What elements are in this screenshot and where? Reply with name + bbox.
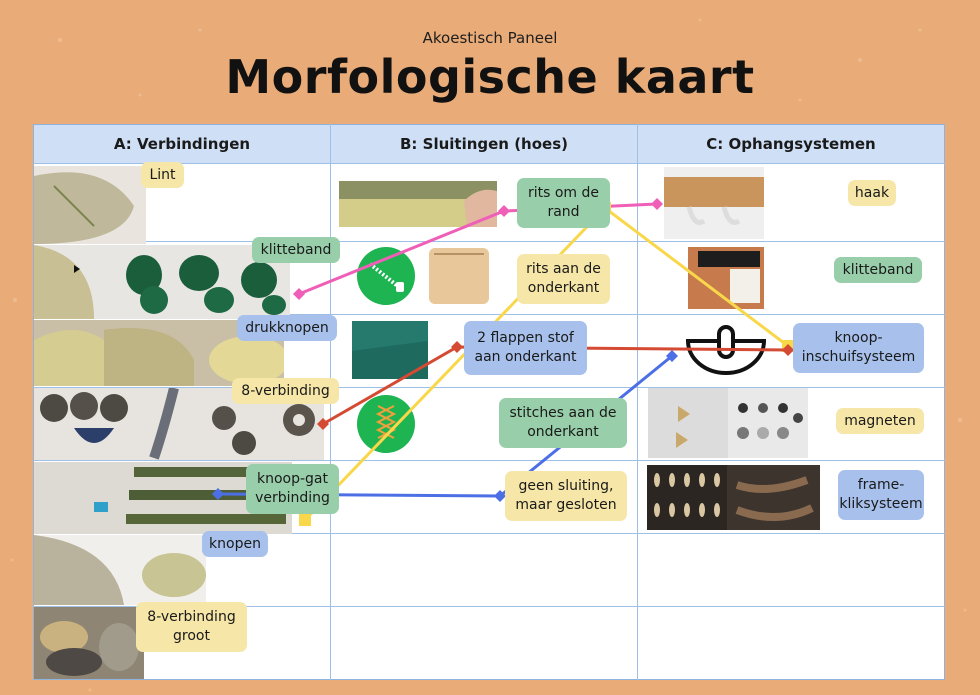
- option-knoopgat-verbinding[interactable]: knoop-gat verbinding: [246, 464, 339, 514]
- column-header-b: B: Sluitingen (hoes): [331, 125, 637, 163]
- grid-line: [33, 387, 945, 388]
- grid-line: [637, 124, 638, 680]
- option-rits-rand[interactable]: rits om de rand: [517, 178, 610, 228]
- photo-klitteband-a: [34, 245, 290, 319]
- concept-node-blue: [212, 488, 224, 500]
- page-title: Morfologische kaart: [225, 50, 755, 104]
- option-haak[interactable]: haak: [848, 180, 896, 206]
- column-header-a: A: Verbindingen: [34, 125, 330, 163]
- photo-frame: [647, 465, 820, 530]
- photo-acht-verbinding-groot: [34, 607, 144, 679]
- photo-haak: [664, 167, 764, 239]
- column-header-c: C: Ophangsystemen: [638, 125, 944, 163]
- option-knopen[interactable]: knopen: [202, 531, 268, 557]
- hanger-icon: [685, 325, 767, 375]
- photo-magneten: [648, 388, 808, 458]
- concept-node-red: [317, 418, 329, 430]
- option-acht-verbinding[interactable]: 8-verbinding: [232, 378, 339, 404]
- option-acht-verbinding-groot[interactable]: 8-verbinding groot: [136, 602, 247, 652]
- grid-line: [33, 241, 945, 242]
- concept-node-pink: [498, 205, 510, 217]
- option-drukknopen[interactable]: drukknopen: [237, 315, 337, 341]
- option-frame-kliksysteem[interactable]: frame- kliksysteem: [838, 470, 924, 520]
- subtitle: Akoestisch Paneel: [422, 29, 558, 47]
- grid-line: [33, 163, 945, 164]
- photo-lint: [34, 166, 146, 244]
- option-lint[interactable]: Lint: [141, 162, 184, 188]
- concept-node-yellow: [299, 514, 311, 526]
- grid-line: [33, 460, 945, 461]
- grid-line: [33, 533, 945, 534]
- concept-node-blue: [666, 350, 678, 362]
- option-magneten[interactable]: magneten: [836, 408, 924, 434]
- option-stitches[interactable]: stitches aan de onderkant: [499, 398, 627, 448]
- zipper-icon: [357, 247, 415, 305]
- photo-rits-rand: [339, 181, 497, 227]
- option-flappen-stof[interactable]: 2 flappen stof aan onderkant: [464, 321, 587, 375]
- concept-node-pink: [293, 288, 305, 300]
- concept-node-red: [782, 344, 794, 356]
- concept-node-red: [451, 341, 463, 353]
- option-knoop-inschuifsysteem[interactable]: knoop- inschuifsysteem: [793, 323, 924, 373]
- option-klitteband-a[interactable]: klitteband: [252, 237, 340, 263]
- grid-line: [33, 314, 945, 315]
- concept-node-pink: [651, 198, 663, 210]
- option-rits-onderkant[interactable]: rits aan de onderkant: [517, 254, 610, 304]
- option-geen-sluiting[interactable]: geen sluiting, maar gesloten: [505, 471, 627, 521]
- photo-rits-onderkant: [429, 248, 489, 304]
- grid-line: [33, 606, 945, 607]
- photo-knopen: [34, 535, 206, 605]
- option-klitteband-c[interactable]: klitteband: [834, 257, 922, 283]
- concept-node-blue: [494, 490, 506, 502]
